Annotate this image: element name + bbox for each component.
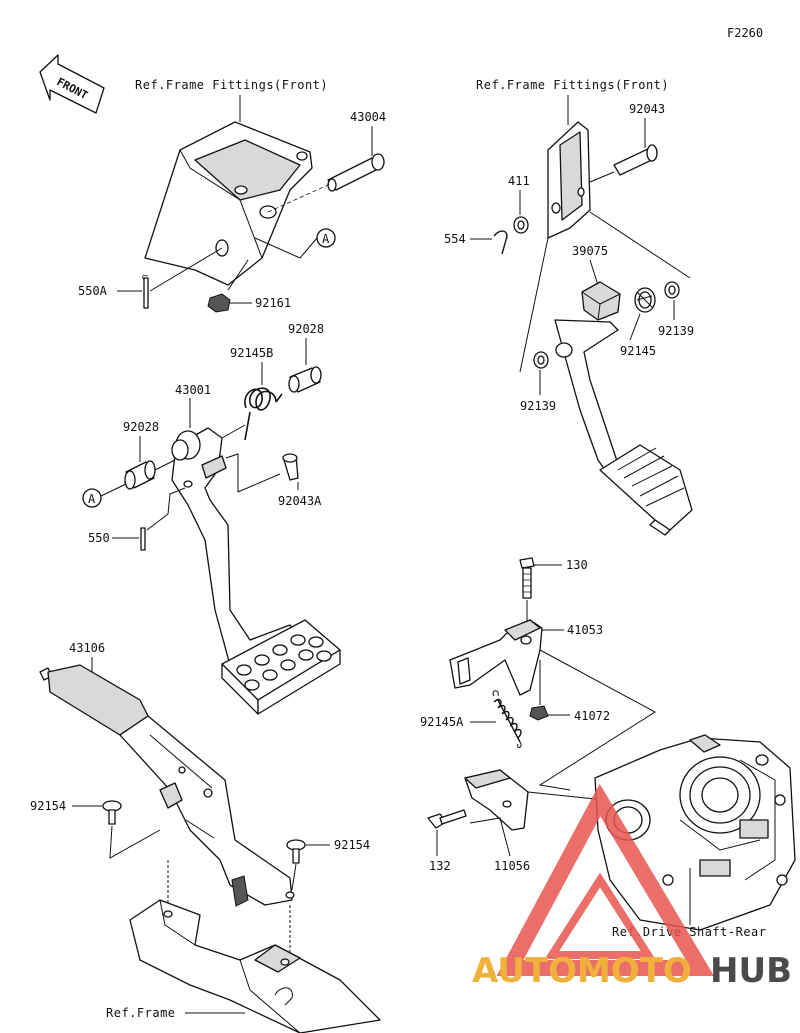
callout-a-left: A <box>88 492 96 506</box>
label-92154-right: 92154 <box>334 838 370 852</box>
frame-section <box>129 899 381 1033</box>
callout-a-left-circle <box>82 488 102 508</box>
clip-554 <box>493 230 508 255</box>
label-130: 130 <box>566 558 588 572</box>
figure-code: F2260 <box>727 26 763 40</box>
brake-pedal-bracket <box>144 121 313 286</box>
label-92145A: 92145A <box>420 715 464 729</box>
label-92043A: 92043A <box>278 494 322 508</box>
label-43001: 43001 <box>175 383 211 397</box>
ref-frame-fittings-right: Ref.Frame Fittings(Front) <box>476 78 669 92</box>
label-43106: 43106 <box>69 641 105 655</box>
ref-frame-fittings-left: Ref.Frame Fittings(Front) <box>135 78 328 92</box>
label-92161: 92161 <box>255 296 291 310</box>
clip-550A <box>142 275 149 309</box>
label-92145: 92145 <box>620 344 656 358</box>
stopper-39075 <box>581 281 621 321</box>
accel-pedal-arm <box>554 319 621 481</box>
bracket-11056 <box>464 769 529 831</box>
spring-92145 <box>634 287 656 313</box>
label-43004: 43004 <box>350 110 386 124</box>
bushing-92028-left <box>124 460 156 490</box>
bolt-130 <box>519 557 535 599</box>
bracket-41053 <box>449 619 543 696</box>
spring-92145B <box>244 387 283 441</box>
label-92145B: 92145B <box>230 346 273 360</box>
label-92139-right: 92139 <box>658 324 694 338</box>
parking-lever-43106 <box>39 664 295 907</box>
label-92043: 92043 <box>629 102 665 116</box>
clip-550 <box>140 527 146 551</box>
ref-drive-shaft-rear: Ref.Drive Shaft-Rear <box>612 925 767 939</box>
label-11056: 11056 <box>494 859 530 873</box>
washer-411 <box>513 216 529 234</box>
ref-frame: Ref.Frame <box>106 1006 176 1020</box>
automotohub-watermark: AUTOMOTO HUB <box>472 783 792 991</box>
accel-pedal-pad <box>599 444 693 536</box>
watermark-triangle-icon <box>496 783 715 976</box>
bushing-92028-top <box>288 366 322 393</box>
brake-pedal-43001 <box>171 427 301 681</box>
label-92154-left: 92154 <box>30 799 66 813</box>
spring-92145A <box>492 690 522 749</box>
nut-92161 <box>207 293 231 313</box>
watermark-text-automoto: AUTOMOTO <box>472 951 692 991</box>
bushing-92139-right <box>664 281 680 299</box>
bushing-92139-left <box>533 351 549 369</box>
nut-41072 <box>529 705 549 721</box>
label-41053: 41053 <box>567 623 603 637</box>
accel-pedal-bracket <box>547 121 591 239</box>
brake-pedal-pad <box>221 619 341 715</box>
label-39075: 39075 <box>572 244 608 258</box>
front-arrow-icon: FRONT <box>39 54 105 114</box>
pin-43004 <box>327 153 385 192</box>
label-92139-left: 92139 <box>520 399 556 413</box>
bolt-132 <box>427 809 467 829</box>
label-132: 132 <box>429 859 451 873</box>
label-550: 550 <box>88 531 110 545</box>
label-550A: 550A <box>78 284 108 298</box>
label-41072: 41072 <box>574 709 610 723</box>
watermark-text-hub: HUB <box>710 951 792 991</box>
screw-92154-right <box>286 839 306 864</box>
callout-a-top: A <box>322 232 330 246</box>
label-411: 411 <box>508 174 530 188</box>
screw-92154-left <box>102 800 122 825</box>
pin-92043A <box>282 453 299 481</box>
label-554: 554 <box>444 232 466 246</box>
label-92028-top: 92028 <box>288 322 324 336</box>
pin-92043 <box>613 144 658 176</box>
label-92028-left: 92028 <box>123 420 159 434</box>
